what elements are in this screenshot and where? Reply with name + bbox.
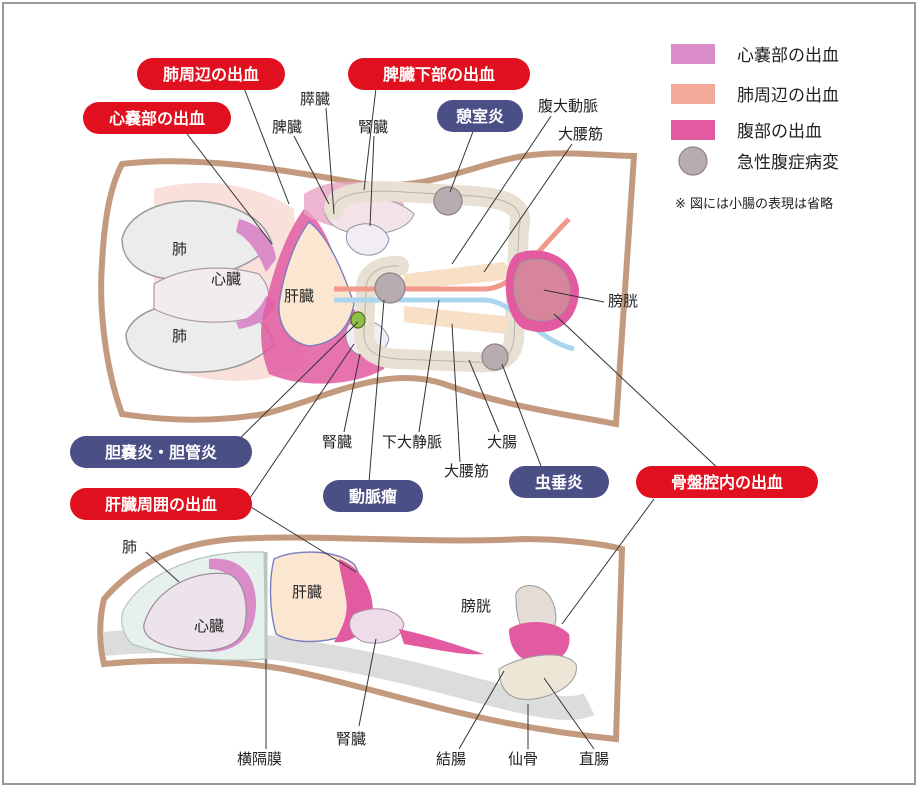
label-lung-upper: 肺 [172, 240, 187, 258]
svg-text:肺周辺の出血: 肺周辺の出血 [163, 65, 259, 84]
gallbladder [350, 311, 366, 329]
pelvic-hemorrhage-side [509, 622, 570, 664]
label-lung-lower: 肺 [172, 327, 187, 345]
bladder-top [513, 258, 571, 322]
label-ivc: 下大静脈 [382, 433, 442, 451]
kidney-top [345, 223, 390, 256]
legend: 心嚢部の出血 肺周辺の出血 腹部の出血 急性腹症病変 ※ 図には小腸の表現は省略 [671, 44, 839, 212]
side-view: 肺 肝臓 心臓 膀胱 横隔膜 腎臓 結腸 仙骨 直腸 [97, 534, 626, 768]
legend-swatch-lesion [678, 146, 708, 176]
anatomy-diagram: 膵臓 脾臓 腎臓 腹大動脈 大腰筋 肺 心臓 肝臓 肺 膀胱 腎臓 下大静脈 大… [70, 44, 839, 768]
svg-text:骨盤腔内の出血: 骨盤腔内の出血 [671, 473, 783, 492]
svg-text:虫垂炎: 虫垂炎 [535, 473, 583, 492]
label-side-lung: 肺 [122, 538, 137, 556]
callout-pericardial-hemorrhage: 心嚢部の出血 [83, 102, 231, 134]
callout-lung-hemorrhage: 肺周辺の出血 [137, 58, 285, 90]
label-side-sacrum: 仙骨 [508, 750, 538, 768]
svg-text:肝臓周囲の出血: 肝臓周囲の出血 [105, 495, 217, 514]
label-side-liver: 肝臓 [292, 583, 322, 601]
label-psoas-top: 大腰筋 [558, 125, 603, 143]
legend-note: ※ 図には小腸の表現は省略 [675, 196, 833, 212]
legend-label-pulmonary: 肺周辺の出血 [737, 86, 839, 106]
callout-appendicitis: 虫垂炎 [509, 466, 609, 498]
pericardial-hemorrhage [236, 219, 276, 272]
psoas-upper [404, 262, 508, 290]
abdominal-hemorrhage-tail [399, 629, 484, 655]
callout-aneurysm: 動脈瘤 [323, 480, 423, 512]
label-spleen: 脾臓 [272, 118, 302, 136]
label-psoas-bottom: 大腰筋 [444, 462, 489, 480]
heart-side [143, 572, 247, 652]
label-liver: 肝臓 [284, 287, 314, 305]
label-pancreas: 膵臓 [300, 90, 330, 108]
legend-swatch-abdominal [671, 120, 715, 140]
label-aorta: 腹大動脈 [538, 97, 598, 115]
callout-diverticulitis: 憩室炎 [437, 100, 523, 132]
lesion-appendicitis [481, 343, 509, 371]
svg-text:胆嚢炎・胆管炎: 胆嚢炎・胆管炎 [105, 443, 217, 462]
lesion-diverticulitis [433, 186, 463, 216]
legend-swatch-pulmonary [671, 84, 715, 104]
legend-label-abdominal: 腹部の出血 [737, 122, 822, 142]
top-view: 膵臓 脾臓 腎臓 腹大動脈 大腰筋 肺 心臓 肝臓 肺 膀胱 腎臓 下大静脈 大… [98, 90, 638, 480]
label-side-kidney: 腎臓 [336, 730, 366, 748]
callout-pelvic-hemorrhage: 骨盤腔内の出血 [636, 466, 818, 498]
callouts: 肺周辺の出血 心嚢部の出血 脾臓下部の出血 憩室炎 胆嚢炎・胆管炎 肝臓周囲の出… [70, 58, 818, 625]
svg-text:動脈瘤: 動脈瘤 [349, 487, 397, 506]
kidney-side [349, 608, 405, 644]
legend-label-lesion: 急性腹症病変 [737, 153, 839, 173]
legend-label-pericardial: 心嚢部の出血 [737, 46, 839, 66]
label-side-bladder: 膀胱 [461, 597, 491, 615]
svg-text:心嚢部の出血: 心嚢部の出血 [109, 109, 205, 128]
svg-text:憩室炎: 憩室炎 [456, 107, 504, 126]
rectum-side [498, 654, 577, 700]
callout-spleen-hemorrhage: 脾臓下部の出血 [348, 58, 530, 90]
label-heart: 心臓 [211, 270, 241, 288]
psoas-lower [404, 306, 508, 334]
label-side-heart: 心臓 [194, 617, 224, 635]
label-side-diaphragm: 横隔膜 [237, 750, 282, 768]
label-kidney-top: 腎臓 [358, 118, 388, 136]
label-bladder: 膀胱 [608, 292, 638, 310]
svg-text:脾臓下部の出血: 脾臓下部の出血 [383, 65, 495, 84]
label-side-rectum: 直腸 [579, 750, 609, 768]
label-kidney-bottom: 腎臓 [322, 433, 352, 451]
label-large-intestine: 大腸 [487, 433, 517, 451]
callout-cholecystitis: 胆嚢炎・胆管炎 [70, 436, 252, 468]
lesion-aneurysm [374, 272, 406, 304]
callout-hepatic-hemorrhage: 肝臓周囲の出血 [70, 488, 252, 520]
label-side-colon: 結腸 [436, 750, 466, 768]
legend-swatch-pericardial [671, 44, 715, 64]
